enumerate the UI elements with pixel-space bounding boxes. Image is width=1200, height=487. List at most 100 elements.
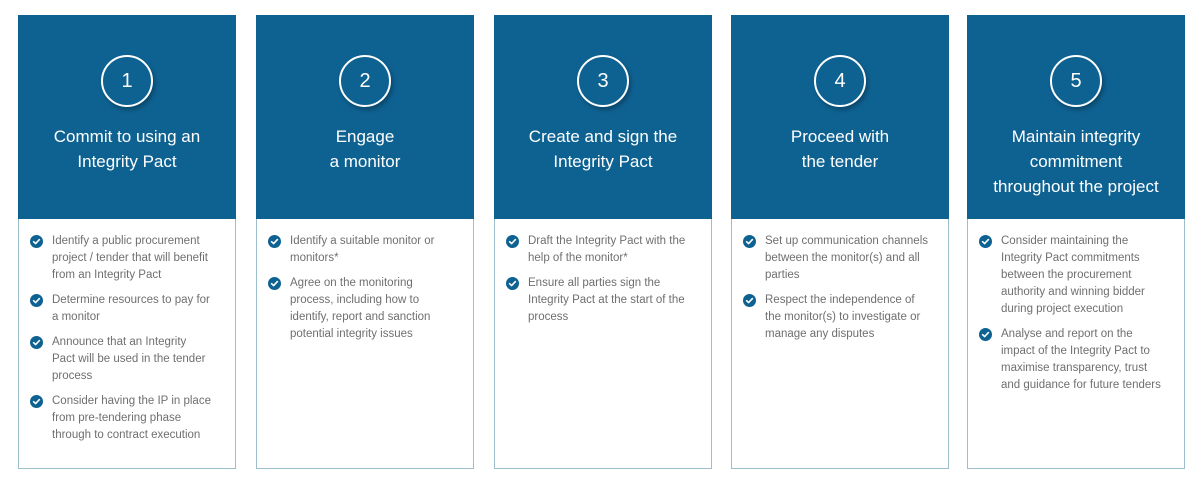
checklist-item-line: parties (765, 269, 800, 281)
checklist-item-text: Consider having the IP in place from pre-… (52, 393, 225, 444)
checklist-item-line: Pact will be used in the tender (52, 353, 206, 365)
checklist-item-line: between the procurement (1001, 269, 1132, 281)
checklist-item: Identify a suitable monitor or monitors* (267, 233, 463, 267)
checklist-item-text: Identify a public procurement project / t… (52, 233, 225, 284)
step-title-line: the tender (801, 152, 879, 171)
checklist-item-line: from pre-tendering phase (52, 412, 182, 424)
step-title-line: Engage (335, 127, 395, 146)
checklist-item-line: potential integrity issues (290, 328, 413, 340)
checklist-item-text: Respect the independence of the monitor(s… (765, 292, 938, 343)
step-title-line: commitment (1029, 152, 1123, 171)
checklist-item-line: identify, report and sanction (290, 311, 431, 323)
step-number-badge: 4 (814, 55, 866, 107)
step-title: Proceed with the tender (740, 124, 940, 174)
check-circle-icon (743, 235, 756, 248)
check-circle-icon (30, 294, 43, 307)
checklist-item-line: authority and winning bidder (1001, 286, 1145, 298)
checklist-item-line: Integrity Pact at the start of the (528, 294, 685, 306)
check-circle-icon (506, 277, 519, 290)
checklist-item-line: between the monitor(s) and all (765, 252, 920, 264)
check-circle-icon (979, 235, 992, 248)
step-number-badge: 5 (1050, 55, 1102, 107)
checklist-item-line: a monitor (52, 311, 100, 323)
step-number-badge: 2 (339, 55, 391, 107)
checklist-item: Identify a public procurement project / t… (29, 233, 225, 284)
checklist-item-line: the monitor(s) to investigate or (765, 311, 921, 323)
checklist-item: Consider having the IP in place from pre-… (29, 393, 225, 444)
check-circle-icon (30, 395, 43, 408)
step-checklist: Set up communication channels between the… (732, 233, 948, 351)
checklist-item-text: Set up communication channels between the… (765, 233, 938, 284)
checklist-item: Agree on the monitoring process, includin… (267, 275, 463, 343)
checklist-item-line: impact of the Integrity Pact to (1001, 345, 1150, 357)
checklist-item: Analyse and report on the impact of the I… (978, 326, 1174, 394)
checklist-item-line: process, including how to (290, 294, 420, 306)
checklist-item-line: manage any disputes (765, 328, 875, 340)
checklist-item-line: during project execution (1001, 303, 1124, 315)
step-title-line: throughout the project (993, 177, 1159, 196)
step-checklist: Identify a public procurement project / t… (19, 233, 235, 452)
checklist-item-line: process (528, 311, 569, 323)
step-title-line: Maintain integrity (1011, 127, 1141, 146)
check-circle-icon (506, 235, 519, 248)
checklist-item-text: Draft the Integrity Pact with the help of… (528, 233, 701, 267)
check-circle-icon (30, 336, 43, 349)
step-title-line: Proceed with (790, 127, 890, 146)
checklist-item: Set up communication channels between the… (742, 233, 938, 284)
checklist-item-line: Identify a suitable monitor or (290, 235, 435, 247)
checklist-item-line: from an Integrity Pact (52, 269, 162, 281)
checklist-item-line: maximise transparency, trust (1001, 362, 1148, 374)
checklist-item-text: Agree on the monitoring process, includin… (290, 275, 463, 343)
checklist-item-line: Respect the independence of (765, 294, 915, 306)
step-title-line: Integrity Pact (553, 152, 653, 171)
check-circle-icon (743, 294, 756, 307)
checklist-item-line: through to contract execution (52, 429, 201, 441)
checklist-item-line: and guidance for future tenders (1001, 379, 1161, 391)
check-circle-icon (268, 235, 281, 248)
checklist-item-line: Announce that an Integrity (52, 336, 187, 348)
step-checklist: Identify a suitable monitor or monitors* A… (257, 233, 473, 351)
check-circle-icon (30, 235, 43, 248)
checklist-item-line: Ensure all parties sign the (528, 277, 661, 289)
checklist-item-line: Analyse and report on the (1001, 328, 1133, 340)
checklist-item-line: Agree on the monitoring (290, 277, 413, 289)
checklist-item: Respect the independence of the monitor(s… (742, 292, 938, 343)
checklist-item-line: project / tender that will benefit (52, 252, 208, 264)
checklist-item-line: Draft the Integrity Pact with the (528, 235, 686, 247)
checklist-item-line: Identify a public procurement (52, 235, 200, 247)
step-title-line: a monitor (329, 152, 401, 171)
checklist-item-line: monitors* (290, 252, 339, 264)
checklist-item-line: Integrity Pact commitments (1001, 252, 1140, 264)
check-circle-icon (268, 277, 281, 290)
check-circle-icon (979, 328, 992, 341)
checklist-item-line: process (52, 370, 93, 382)
step-title-line: Create and sign the (528, 127, 678, 146)
step-number-badge: 1 (101, 55, 153, 107)
step-checklist: Draft the Integrity Pact with the help of… (495, 233, 711, 334)
checklist-item-line: help of the monitor* (528, 252, 628, 264)
checklist-item-line: Consider having the IP in place (52, 395, 211, 407)
step-title-line: Commit to using an (53, 127, 201, 146)
step-number-badge: 3 (577, 55, 629, 107)
step-title: Engage a monitor (265, 124, 465, 174)
step-title: Maintain integrity commitment throughout t… (976, 124, 1176, 199)
checklist-item-line: Set up communication channels (765, 235, 929, 247)
